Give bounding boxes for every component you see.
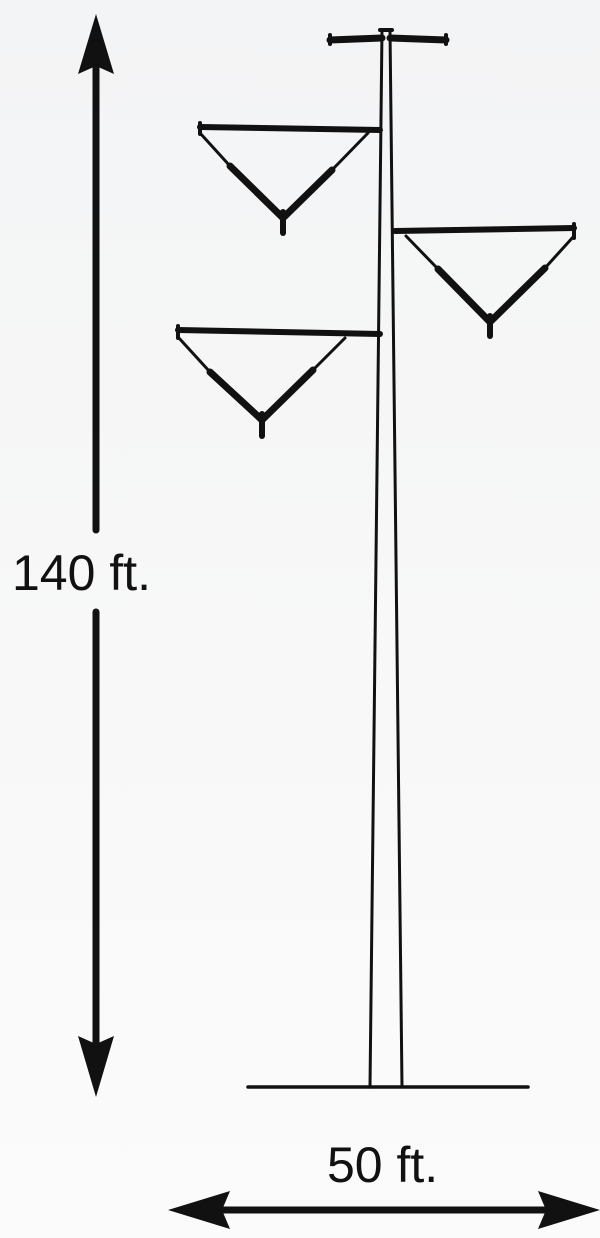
width-label: 50 ft. — [327, 1137, 439, 1193]
crossarm-upper-left — [197, 121, 383, 236]
height-dimension-arrow — [78, 14, 114, 1097]
top-static-arm — [326, 33, 450, 46]
crossarm-lower-left — [175, 324, 383, 439]
pole-shaft — [368, 28, 404, 1089]
height-label: 140 ft. — [12, 545, 151, 601]
crossarm-right — [392, 222, 577, 339]
width-dimension-arrow — [168, 1191, 600, 1229]
